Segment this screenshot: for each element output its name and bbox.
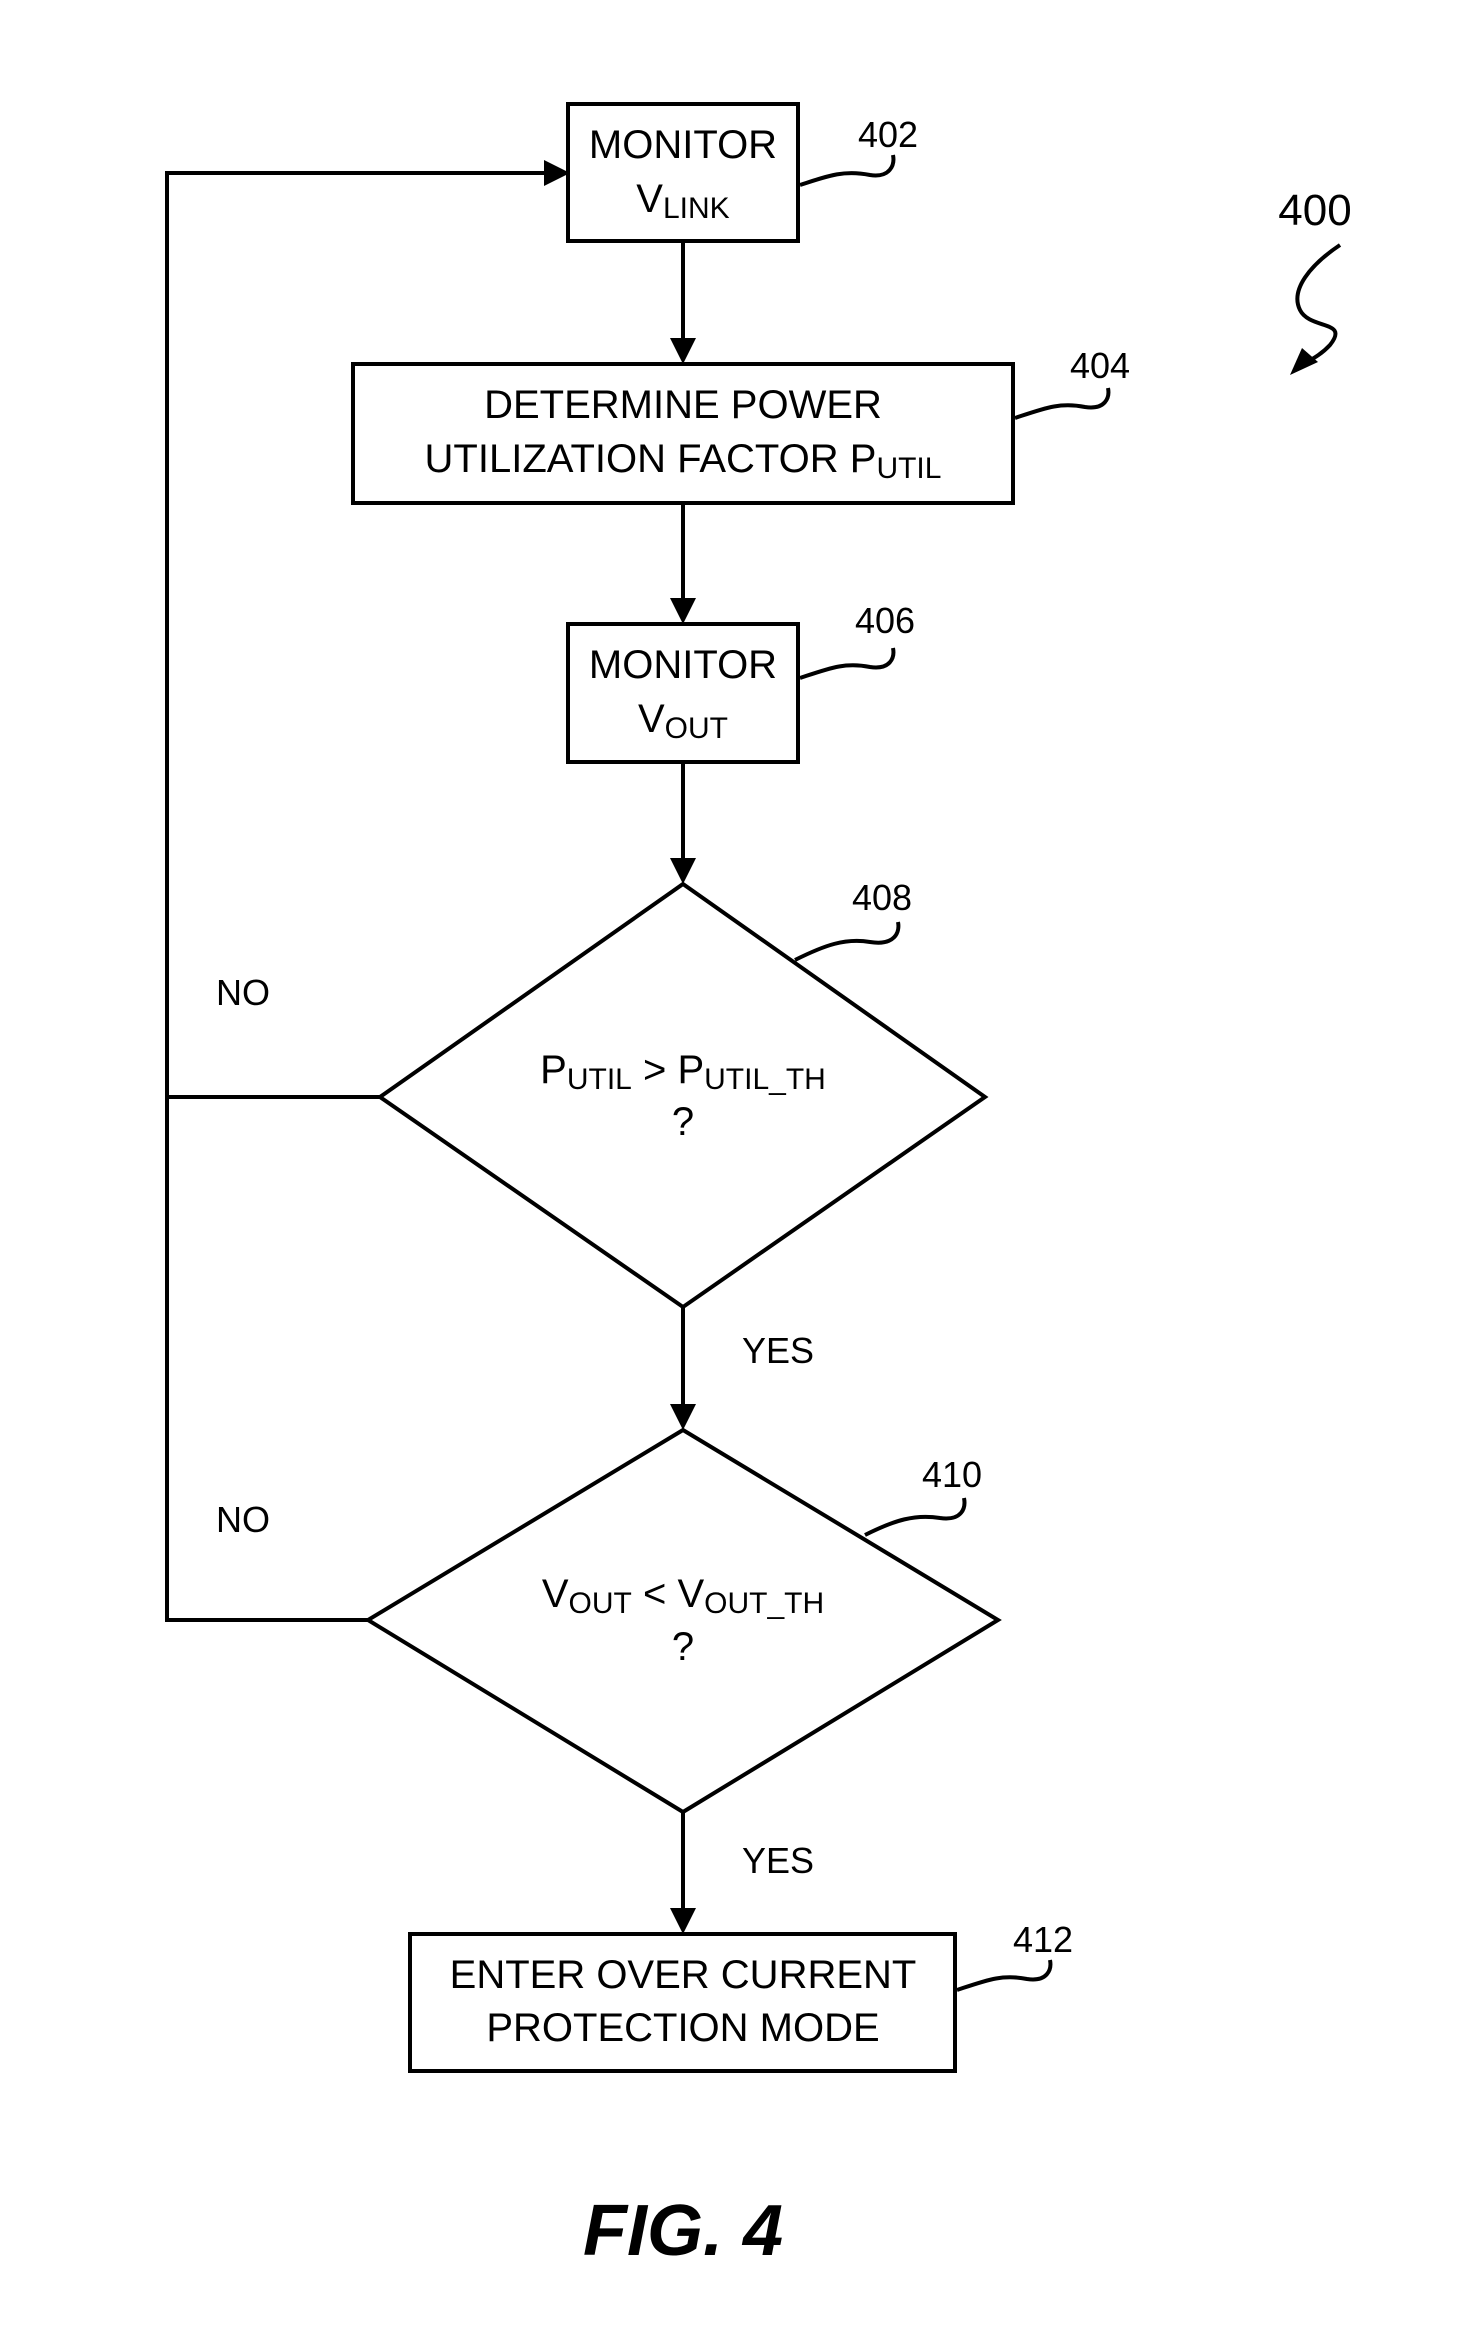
no-loop-408 <box>167 173 550 1097</box>
branch-yes-408: YES <box>742 1330 814 1371</box>
step-402-ref: 402 <box>858 114 918 155</box>
decision-408-ref: 408 <box>852 877 912 918</box>
step-404-leader <box>1015 388 1108 418</box>
arrowhead-404 <box>670 338 696 364</box>
step-402-line1: MONITOR <box>589 123 777 167</box>
step-406-leader <box>800 648 893 678</box>
step-402-leader <box>800 155 893 185</box>
branch-yes-410: YES <box>742 1840 814 1881</box>
decision-410-question: ? <box>672 1625 694 1669</box>
step-406-ref: 406 <box>855 600 915 641</box>
figure-caption: FIG. 4 <box>583 2191 783 2271</box>
step-404-ref: 404 <box>1070 345 1130 386</box>
figure-pointer-squiggle <box>1297 245 1340 368</box>
arrowhead-408 <box>670 858 696 884</box>
figure-pointer-arrowhead <box>1290 348 1318 375</box>
step-412-ref: 412 <box>1013 1919 1073 1960</box>
step-406-line1: MONITOR <box>589 643 777 687</box>
decision-408-diamond <box>380 884 985 1307</box>
arrowhead-410 <box>670 1404 696 1430</box>
decision-410-leader <box>865 1498 964 1535</box>
step-412-leader <box>957 1960 1050 1990</box>
step-404-line2: UTILIZATION FACTOR PUTIL <box>425 437 942 485</box>
figure-number: 400 <box>1278 186 1351 235</box>
step-404-line1: DETERMINE POWER <box>484 383 882 427</box>
decision-410-diamond <box>368 1430 998 1812</box>
decision-410-ref: 410 <box>922 1454 982 1495</box>
decision-408-question: ? <box>672 1100 694 1144</box>
branch-no-410: NO <box>216 1499 270 1540</box>
arrowhead-406 <box>670 598 696 624</box>
arrowhead-412 <box>670 1908 696 1934</box>
branch-no-408: NO <box>216 972 270 1013</box>
step-412-line2: PROTECTION MODE <box>486 2006 879 2050</box>
step-412-line1: ENTER OVER CURRENT <box>450 1953 917 1997</box>
decision-408-leader <box>795 922 898 960</box>
no-loop-410 <box>167 1097 368 1620</box>
